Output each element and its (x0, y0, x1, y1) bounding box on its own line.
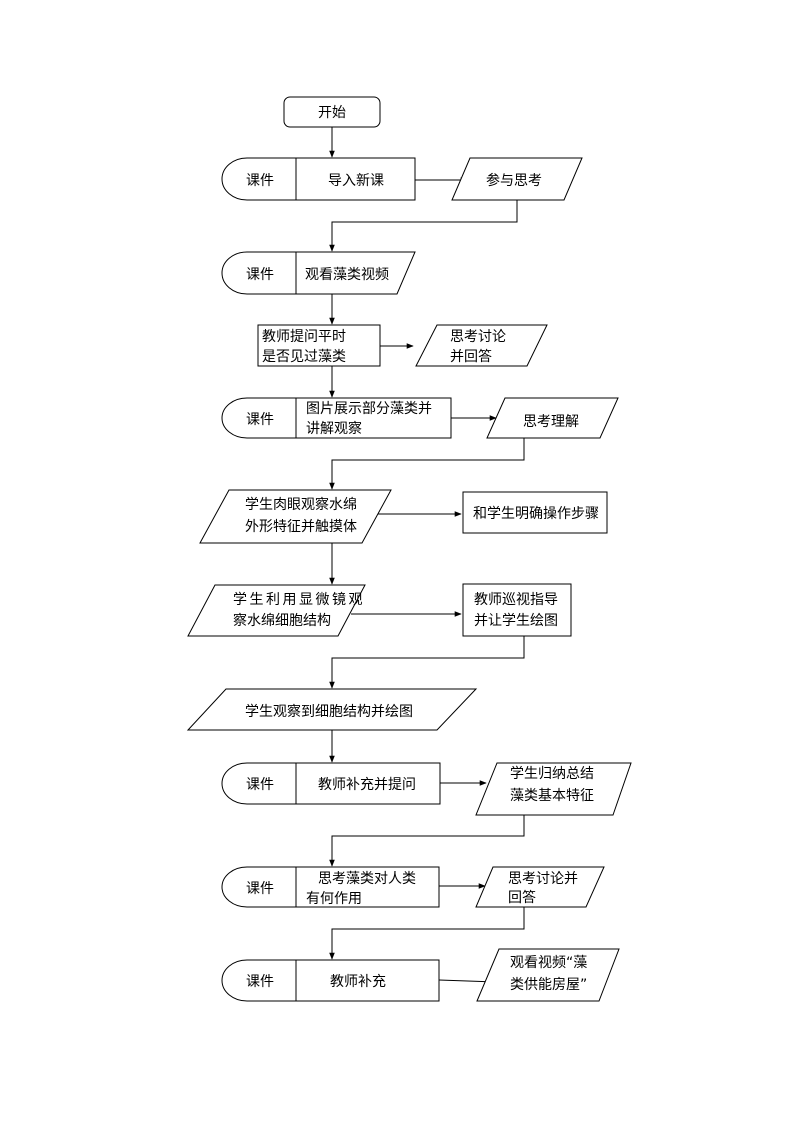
step-10-action: 教师补充 (295, 959, 440, 1002)
response-label-line-1: 学生归纳总结 (510, 765, 594, 782)
response-label: 和学生明确操作步骤 (473, 506, 599, 522)
step-10-response: 观看视频“藻 类供能房屋” (476, 948, 620, 1002)
step-3-action: 教师提问平时 是否见过藻类 (257, 324, 381, 367)
action-label: 教师补充 (330, 974, 386, 990)
action-label-line-1: 思考藻类对人类 (318, 871, 416, 887)
response-label-line-2: 回答 (508, 889, 536, 906)
step-2-action: 观看藻类视频 (295, 251, 416, 295)
connector-arrow (329, 907, 525, 960)
action-label-line-2: 讲解观察 (306, 420, 362, 437)
media-label: 课件 (246, 267, 274, 283)
start-node: 开始 (283, 96, 381, 128)
step-4-response: 思考理解 (486, 397, 619, 439)
media-label: 课件 (246, 173, 274, 189)
connector-arrow (329, 636, 525, 689)
action-label: 导入新课 (328, 173, 384, 189)
action-label-line-1: 图片展示部分藻类并 (306, 401, 432, 417)
response-label-line-2: 并让学生绘图 (474, 613, 558, 629)
action-label: 教师补充并提问 (318, 777, 416, 793)
action-label-line-2: 有何作用 (306, 891, 362, 907)
step-10-media: 课件 (221, 959, 297, 1002)
action-label: 观看藻类视频 (305, 267, 389, 283)
action-label-line-1: 学生利用显微镜观 (233, 592, 365, 608)
response-label-line-1: 思考讨论 (450, 329, 506, 345)
step-8-action: 教师补充并提问 (295, 762, 441, 805)
response-label-line-2: 类供能房屋” (510, 977, 587, 993)
step-4-action: 图片展示部分藻类并 讲解观察 (295, 397, 452, 439)
step-1-response: 参与思考 (451, 157, 583, 201)
connector-arrow (329, 200, 518, 252)
action-label-line-2: 是否见过藻类 (262, 349, 346, 365)
step-2-media: 课件 (221, 251, 297, 295)
step-9-action: 思考藻类对人类 有何作用 (295, 866, 440, 908)
response-label-line-2: 藻类基本特征 (510, 787, 594, 804)
step-8-response: 学生归纳总结 藻类基本特征 (475, 762, 632, 816)
response-label: 思考理解 (523, 414, 579, 430)
step-3-response: 思考讨论 并回答 (415, 324, 548, 367)
response-label-line-1: 观看视频“藻 (510, 955, 587, 971)
response-label-line-1: 思考讨论并 (508, 871, 578, 887)
step-5-response: 和学生明确操作步骤 (462, 491, 608, 534)
action-label-line-2: 察水绵细胞结构 (233, 612, 331, 629)
step-6-action: 学生利用显微镜观 察水绵细胞结构 (187, 584, 366, 637)
connector-arrow (329, 438, 525, 490)
action-label-line-1: 学生肉眼观察水绵 (245, 496, 357, 513)
media-label: 课件 (246, 974, 274, 990)
media-label: 课件 (246, 777, 274, 793)
step-9-media: 课件 (221, 866, 297, 908)
response-label: 参与思考 (486, 172, 542, 189)
step-9-response: 思考讨论并 回答 (475, 866, 605, 908)
media-label: 课件 (246, 881, 274, 897)
connector-arrow (329, 815, 525, 867)
media-label: 课件 (246, 412, 274, 428)
step-1-action: 导入新课 (295, 157, 416, 201)
step-1-media: 课件 (221, 157, 297, 201)
step-6-response: 教师巡视指导 并让学生绘图 (462, 583, 572, 637)
action-label-line-2: 外形特征并触摸体 (245, 519, 357, 535)
start-label: 开始 (318, 105, 346, 121)
action-label-line-1: 教师提问平时 (262, 329, 346, 345)
step-8-media: 课件 (221, 762, 297, 805)
step-5-action: 学生肉眼观察水绵 外形特征并触摸体 (199, 489, 392, 544)
response-label-line-1: 教师巡视指导 (474, 592, 558, 608)
step-4-media: 课件 (221, 397, 297, 439)
response-label-line-2: 并回答 (450, 348, 492, 365)
action-label: 学生观察到细胞结构并绘图 (245, 703, 413, 720)
step-7-action: 学生观察到细胞结构并绘图 (186, 688, 478, 731)
